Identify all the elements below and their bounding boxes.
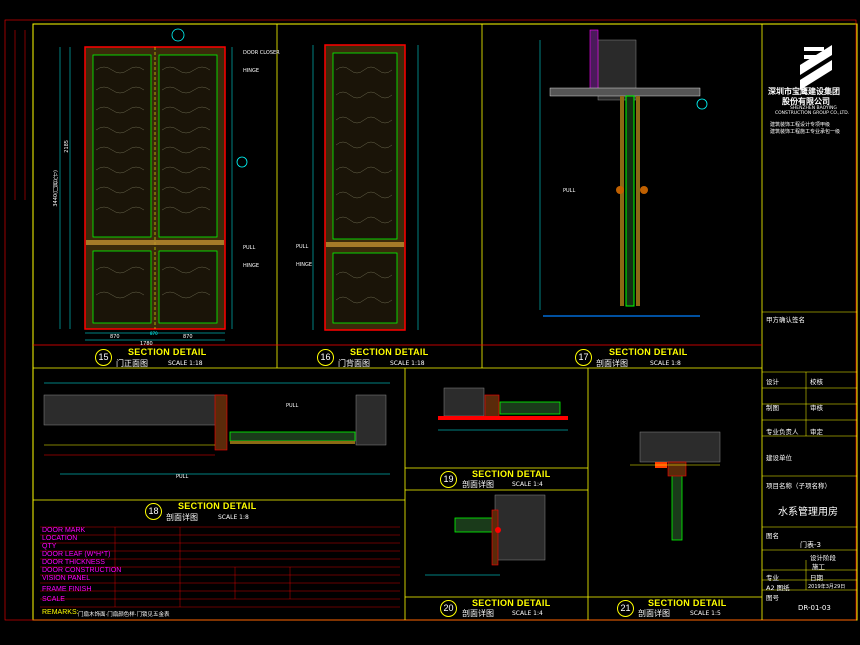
- section-16-number: 16: [317, 349, 334, 366]
- project-name-label: 项目名称（子项名称）: [766, 482, 831, 490]
- review-label: 审核: [810, 404, 823, 412]
- company-logo: [800, 45, 832, 90]
- spec-door-construction: DOOR CONSTRUCTION: [42, 567, 122, 574]
- spec-door-mark: DOOR MARK: [42, 527, 86, 534]
- paper-size: A2 图纸: [766, 584, 790, 592]
- section-17-title: SECTION DETAIL: [609, 347, 688, 357]
- section-21-number: 21: [617, 600, 634, 617]
- spec-remarks-value: 门扇木饰面·门扇颜色样·门锁见五金表: [78, 612, 170, 618]
- spec-vision-panel: VISION PANEL: [42, 575, 91, 582]
- pull-label: PULL: [243, 245, 256, 251]
- project-name: 水系管理用房: [778, 507, 838, 518]
- pull-label-18b: PULL: [286, 403, 299, 409]
- section-17-number: 17: [575, 349, 592, 366]
- section-19-title: SECTION DETAIL: [472, 469, 551, 479]
- dim-top: 2185: [64, 140, 70, 153]
- spec-remarks-label: REMARKS:: [42, 609, 79, 616]
- company-name-en2: CONSTRUCTION GROUP CO.,LTD.: [775, 111, 850, 116]
- dim-left: 870: [110, 334, 120, 340]
- section-20-subtitle: 剖面详图: [462, 609, 494, 618]
- section-19-number: 19: [440, 471, 457, 488]
- section-21-scale: SCALE 1:5: [690, 610, 721, 617]
- section-15-scale: SCALE 1:18: [168, 360, 203, 367]
- section-19-scale: SCALE 1:4: [512, 481, 543, 488]
- section-19-subtitle: 剖面详图: [462, 480, 494, 489]
- section-15-number: 15: [95, 349, 112, 366]
- spec-scale: SCALE: [42, 596, 65, 603]
- check-label: 校核: [810, 378, 823, 386]
- date-value: 2019年3月29日: [808, 584, 846, 590]
- door-closer-label: DOOR CLOSER: [243, 50, 280, 56]
- discipline-label: 专业: [766, 574, 779, 582]
- spec-qty: QTY: [42, 543, 57, 550]
- dim-width: 1780: [140, 341, 153, 347]
- section-15-subtitle: 门正面图: [116, 359, 148, 368]
- draw-label: 制图: [766, 404, 779, 412]
- number-label: 图号: [766, 594, 779, 602]
- spec-location: LOCATION: [42, 535, 78, 542]
- section-20-title: SECTION DETAIL: [472, 598, 551, 608]
- section-16-scale: SCALE 1:18: [390, 360, 425, 367]
- cert-note: 建筑装饰工程设计专项甲级 建筑装饰工程施工专业承包一级: [770, 122, 841, 135]
- pull-label-17: PULL: [563, 188, 576, 194]
- section-18-number: 18: [145, 503, 162, 520]
- section-16-title: SECTION DETAIL: [350, 347, 429, 357]
- stage-label: 设计阶段: [810, 554, 836, 562]
- dim-height: 3440(门洞尺寸): [53, 170, 59, 207]
- design-label: 设计: [766, 378, 779, 386]
- stage-value: 施工: [812, 563, 825, 571]
- pull-label-16: PULL: [296, 244, 309, 250]
- company-name-cn2: 股份有限公司: [782, 97, 830, 106]
- hinge-label-16: HINGE: [296, 262, 313, 268]
- section-20-scale: SCALE 1:4: [512, 610, 543, 617]
- svg-text:870: 870: [150, 331, 158, 336]
- section-18-scale: SCALE 1:8: [218, 514, 249, 521]
- spec-door-thickness: DOOR THICKNESS: [42, 559, 105, 566]
- pm-label: 专业负责人: [766, 428, 799, 436]
- drawing-name: 门表-3: [800, 541, 821, 549]
- spec-door-leaf: DOOR LEAF (W*H*T): [42, 551, 111, 558]
- company-name-en1: SHENZHEN BAOYING: [790, 106, 837, 111]
- hinge-label: HINGE: [243, 68, 260, 74]
- company-name-cn: 深圳市宝鹰建设集团: [768, 87, 840, 96]
- dim-right: 870: [183, 334, 193, 340]
- hinge-label-2: HINGE: [243, 263, 260, 269]
- drawing-name-label: 图名: [766, 532, 779, 540]
- section-21-subtitle: 剖面详图: [638, 609, 670, 618]
- section-15-title: SECTION DETAIL: [128, 347, 207, 357]
- pull-label-18: PULL: [176, 474, 189, 480]
- section-20-number: 20: [440, 600, 457, 617]
- owner-confirm: 甲方确认签名: [766, 316, 805, 324]
- section-17-subtitle: 剖面详图: [596, 359, 628, 368]
- section-18-subtitle: 剖面详图: [166, 513, 198, 522]
- section-16-subtitle: 门背面图: [338, 359, 370, 368]
- date-label: 日期: [810, 574, 823, 582]
- approve-label: 审定: [810, 428, 823, 436]
- drawing-number: DR-01-03: [798, 604, 831, 612]
- section-21-title: SECTION DETAIL: [648, 598, 727, 608]
- section-18-title: SECTION DETAIL: [178, 501, 257, 511]
- section-17-scale: SCALE 1:8: [650, 360, 681, 367]
- spec-frame-finish: FRAME FINISH: [42, 586, 92, 593]
- build-unit-label: 建设单位: [766, 454, 792, 462]
